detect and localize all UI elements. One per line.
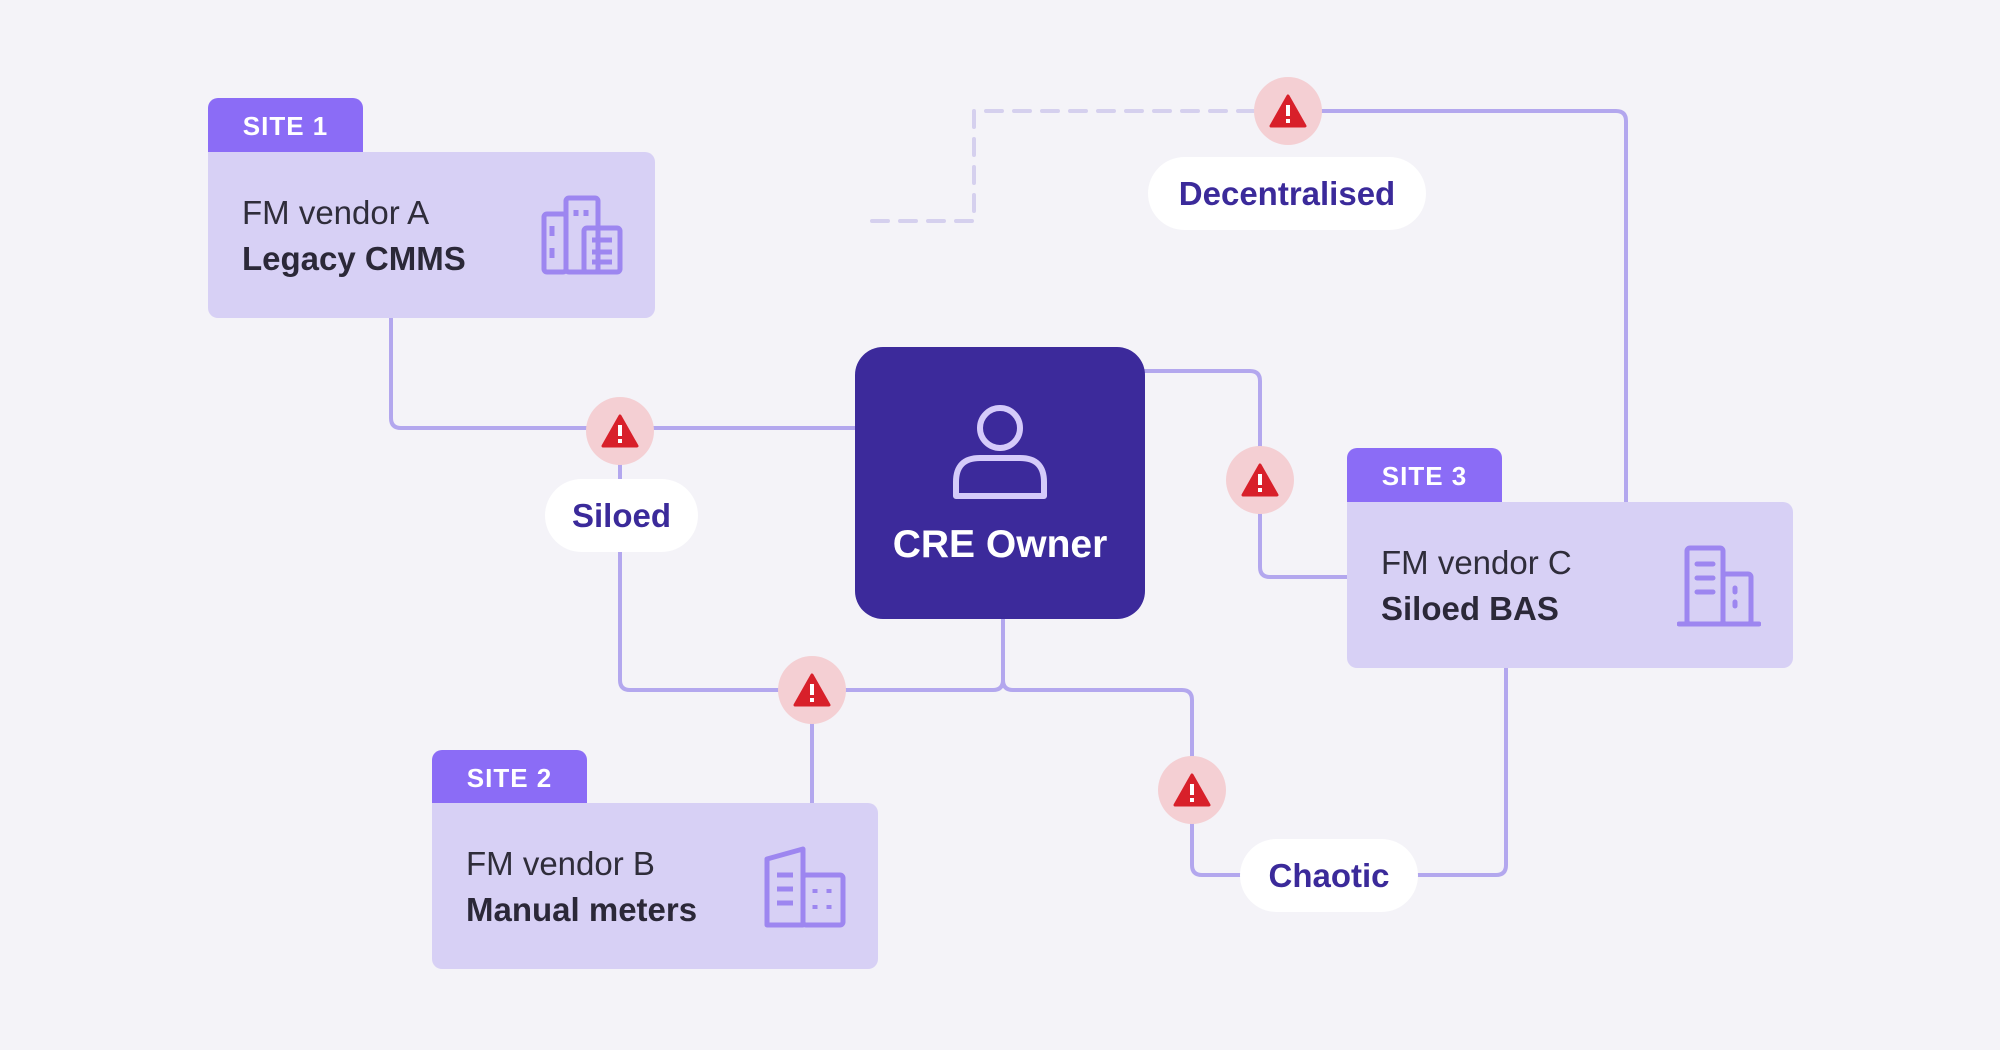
warning-marker — [778, 656, 846, 724]
label-decentralised: Decentralised — [1148, 157, 1426, 230]
label-siloed-text: Siloed — [571, 496, 672, 534]
connector-chaotic — [1001, 665, 1508, 877]
label-chaotic: Chaotic — [1240, 839, 1418, 912]
warning-marker — [1226, 446, 1294, 514]
building-icon — [541, 195, 623, 275]
site-3-card: FM vendor C Siloed BAS — [1347, 502, 1793, 668]
warning-marker — [1158, 756, 1226, 824]
building-icon — [764, 846, 846, 928]
dashed-connector — [870, 109, 1290, 223]
warning-triangle-icon — [1241, 463, 1279, 497]
site-2-vendor: FM vendor B — [466, 845, 655, 882]
site-3-system: Siloed BAS — [1381, 590, 1559, 627]
building-icon — [1677, 545, 1761, 627]
connector-site1-owner — [389, 316, 857, 430]
site-1-tab-label: SITE 1 — [242, 110, 329, 141]
cre-owner-box: CRE Owner — [855, 347, 1145, 619]
site-2-tab: SITE 2 — [432, 750, 587, 806]
warning-triangle-icon — [793, 673, 831, 707]
label-siloed: Siloed — [545, 479, 698, 552]
site-1-vendor: FM vendor A — [242, 194, 430, 231]
site-3-tab-label: SITE 3 — [1381, 460, 1468, 491]
warning-triangle-icon — [1173, 773, 1211, 807]
person-icon — [953, 405, 1047, 499]
warning-marker — [586, 397, 654, 465]
connector-decentralised — [1286, 109, 1628, 504]
site-3-vendor: FM vendor C — [1381, 544, 1572, 581]
label-decentralised-text: Decentralised — [1178, 174, 1396, 212]
site-2-system: Manual meters — [466, 891, 698, 928]
warning-triangle-icon — [1269, 94, 1307, 128]
cre-owner-label: CRE Owner — [892, 523, 1108, 566]
site-1-tab: SITE 1 — [208, 98, 363, 154]
site-3-tab: SITE 3 — [1347, 448, 1502, 504]
warning-triangle-icon — [601, 414, 639, 448]
site-1-system: Legacy CMMS — [242, 240, 466, 277]
site-2-tab-label: SITE 2 — [466, 762, 553, 793]
site-2-card: FM vendor B Manual meters — [432, 803, 878, 969]
warning-marker — [1254, 77, 1322, 145]
site-1-card: FM vendor A Legacy CMMS — [208, 152, 655, 318]
label-chaotic-text: Chaotic — [1268, 856, 1390, 894]
